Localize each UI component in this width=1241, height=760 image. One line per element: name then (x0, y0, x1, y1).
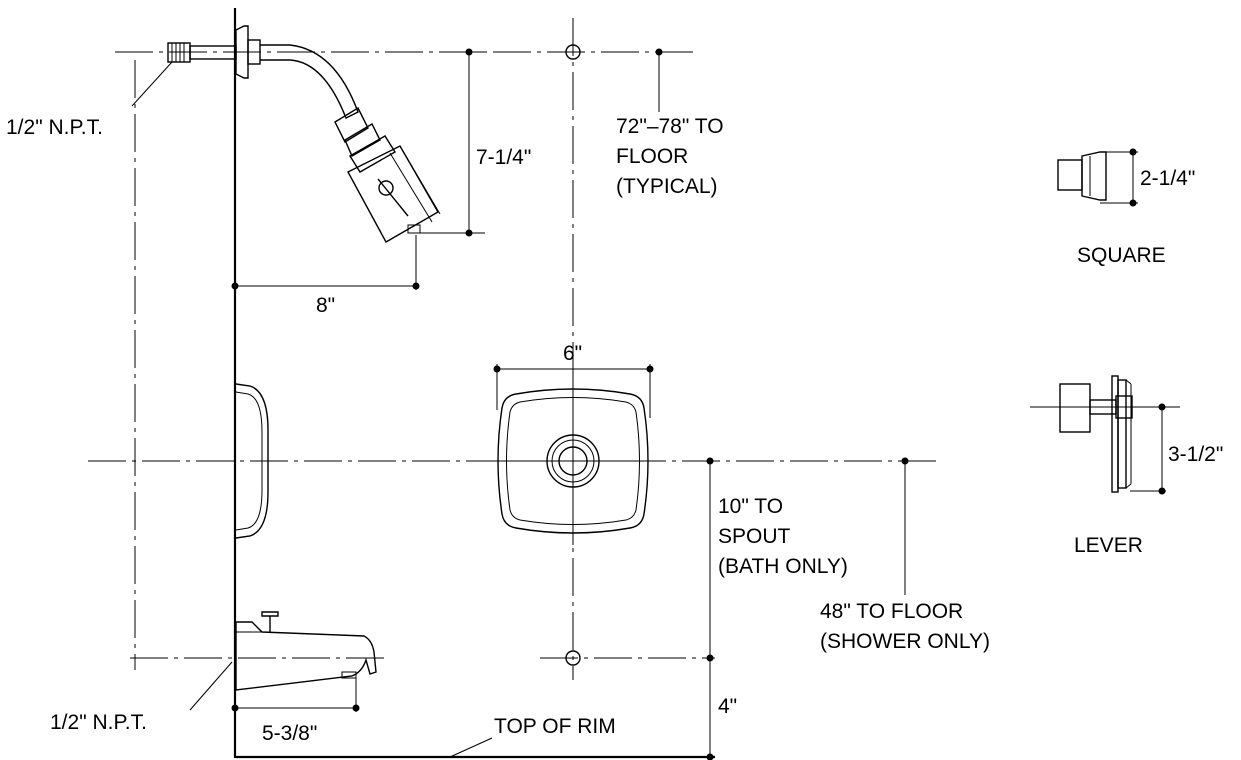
shower-floor-line1: 48" TO FLOOR (820, 600, 963, 623)
top-of-rim-label: TOP OF RIM (494, 715, 616, 738)
square-handle-drawing (1057, 151, 1107, 201)
lever-handle-drawing (1030, 375, 1180, 493)
dim-6-label: 6" (563, 342, 582, 365)
square-label: SQUARE (1077, 244, 1166, 267)
lever-label: LEVER (1074, 534, 1143, 557)
spout-line1: 10" TO (718, 495, 783, 518)
dim-8-label: 8" (316, 294, 335, 317)
tub-spout (235, 611, 377, 691)
dim-3-1-2-label: 3-1/2" (1168, 443, 1223, 466)
showerhead-body (347, 145, 439, 243)
floor-72-line3: (TYPICAL) (616, 175, 718, 198)
dim-2-1-4-label: 2-1/4" (1140, 167, 1195, 190)
spout-line2: SPOUT (718, 525, 791, 548)
valve-side-profile (235, 383, 269, 539)
floor-72-line1: 72"–78" TO (616, 115, 724, 138)
floor-72-line2: FLOOR (616, 145, 688, 168)
dim-4-label: 4" (718, 695, 737, 718)
shower-arm (167, 25, 441, 243)
shower-floor-line2: (SHOWER ONLY) (820, 630, 990, 653)
npt-top-label: 1/2" N.P.T. (6, 116, 103, 139)
showerhead-knob (378, 180, 394, 196)
top-port-circle (565, 44, 581, 60)
bottom-port-circle (565, 650, 581, 666)
dim-5-3-8-label: 5-3/8" (262, 722, 317, 745)
dim-7-1-4-label: 7-1/4" (476, 146, 531, 169)
npt-bottom-label: 1/2" N.P.T. (50, 711, 147, 734)
spout-line3: (BATH ONLY) (718, 555, 848, 578)
